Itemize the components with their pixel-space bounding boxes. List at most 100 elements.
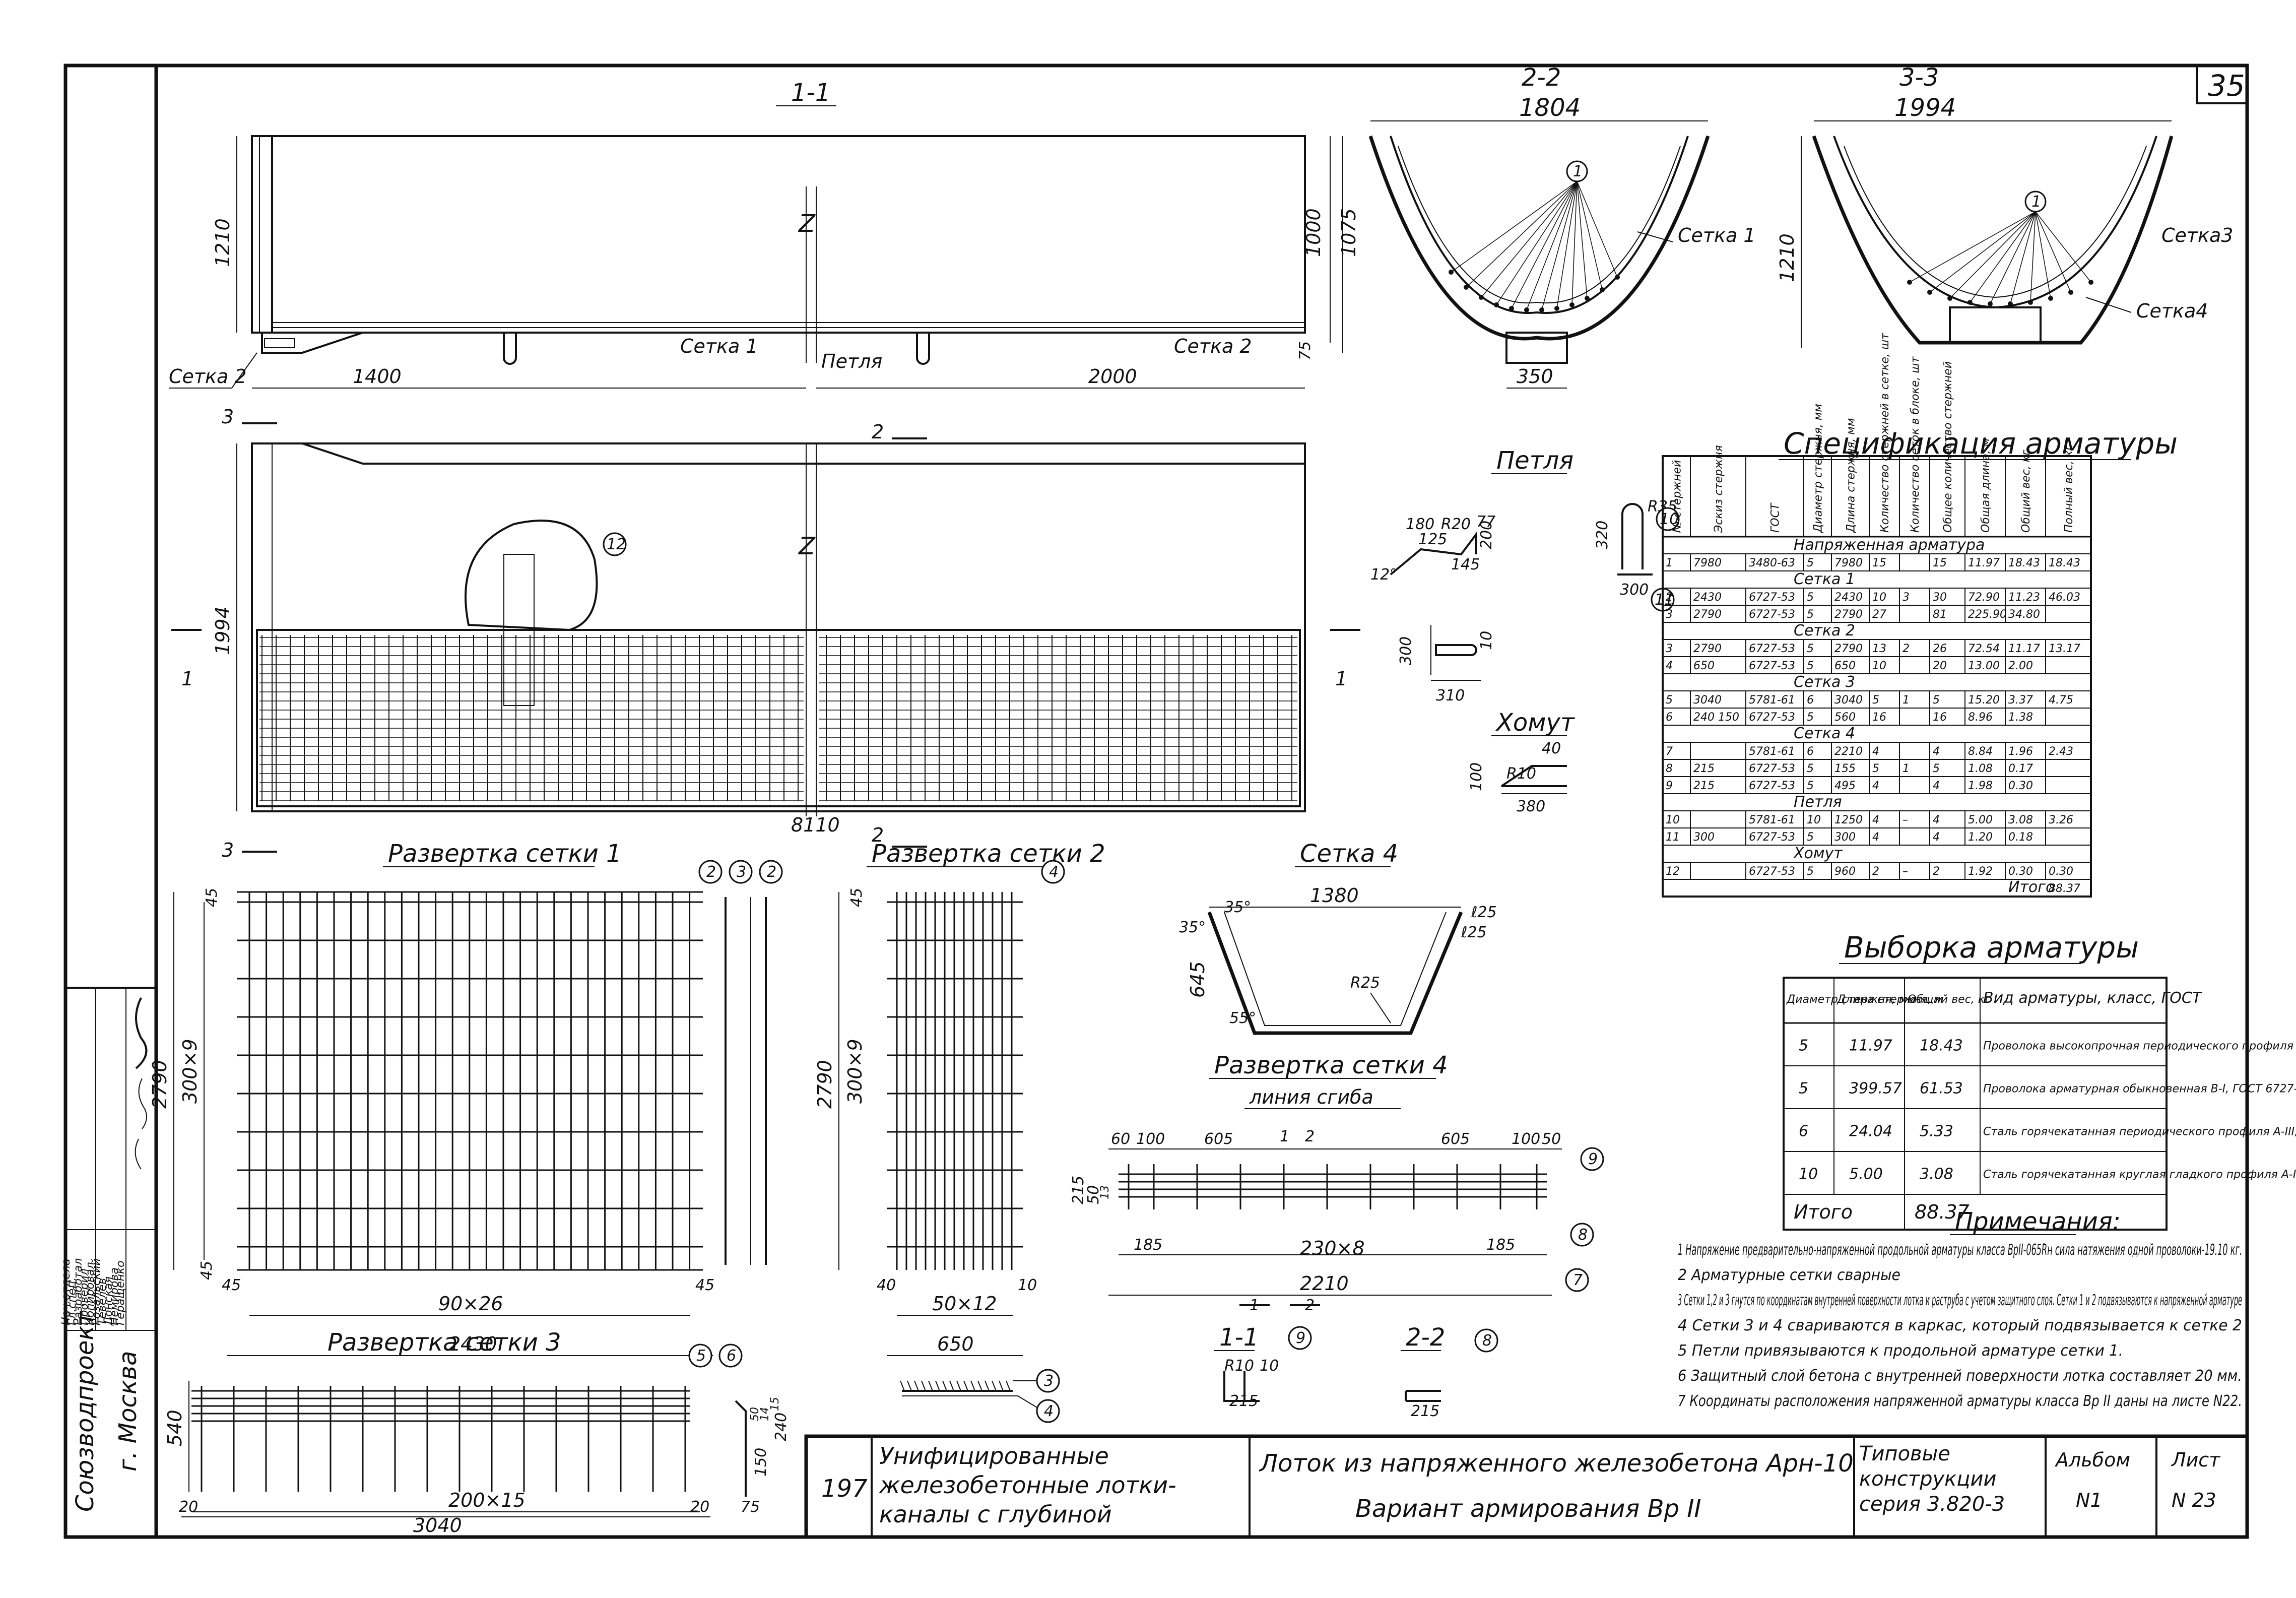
stamp-role: Разработал (72, 1258, 85, 1325)
dim-r4-60: 60 (1111, 1130, 1130, 1148)
stamp-album-label: Альбом (2054, 1449, 2130, 1471)
mesh-2-hatch (900, 1380, 1011, 1391)
spec-cell: 3040 (1693, 694, 1722, 707)
dim-s4-55: 55° (1229, 1009, 1256, 1027)
spec-cell: 1.20 (1968, 831, 1993, 844)
dim-r4-100: 100 (1136, 1130, 1165, 1148)
dim-loop-300: 300 (1620, 581, 1649, 599)
strand-line (1949, 211, 2036, 299)
spec-group-name: Сетка 4 (1794, 725, 1855, 742)
spec-cell: 8.84 (1968, 745, 1993, 758)
strand-dot (2028, 300, 2033, 305)
mesh-2-hatch-stroke (935, 1380, 940, 1391)
strand-dot (1449, 270, 1454, 275)
vyborka-header-cell: Диаметр стержня, мм (1786, 993, 1916, 1006)
spec-cell: 1.98 (1968, 780, 1993, 792)
dim-loop-310: 310 (1436, 687, 1465, 705)
spec-header-cell: Диаметр стержня, мм (1812, 404, 1825, 533)
dim-r2-650: 650 (937, 1333, 974, 1355)
dim-r3-14: 14 (759, 1407, 771, 1421)
spec-cell: 155 (1834, 762, 1856, 775)
strand-dot (2008, 301, 2013, 306)
dim-r4-r10: R10 (1224, 1357, 1254, 1375)
dim-r4-185b: 185 (1486, 1236, 1515, 1254)
vyborka-cell: 61.53 (1920, 1080, 1963, 1098)
note-line: 1 Напряжение предварительно-напряженной … (1678, 1241, 2242, 1259)
spec-cell: 3040 (1834, 694, 1863, 707)
spec-cell: 215 (1693, 762, 1715, 775)
signature-stamp: Нач.отделаГл.спец.РазработалПроверилКопи… (60, 987, 157, 1538)
spec-cell: 6 (1807, 694, 1814, 707)
spec-group-name: Напряженная арматура (1794, 536, 1985, 554)
stamp-sheet-label: Лист (2171, 1449, 2221, 1471)
spec-cell: 27 (1872, 608, 1886, 621)
spec-cell: 11.23 (2008, 591, 2040, 604)
callout-circle (603, 532, 627, 556)
spec-cell: 0.18 (2008, 831, 2033, 844)
dim-loop-200: 200 (1478, 521, 1495, 549)
vyborka-cell: 5 (1799, 1037, 1808, 1055)
razv1-title: Развертка сетки 1 (388, 840, 622, 868)
spec-cell: 650 (1834, 660, 1856, 672)
spec-cell: 2 (1933, 865, 1940, 878)
dim-clamp-380: 380 (1517, 798, 1545, 815)
spec-cell: 5.00 (1968, 814, 1993, 826)
spec-cell: 0.30 (2008, 865, 2033, 878)
spec-cell: 13.00 (1968, 660, 2000, 672)
label-setka1-s22: Сетка 1 (1678, 224, 1756, 246)
spec-header-cell: Эскиз стержня (1713, 445, 1725, 533)
callout-circle (698, 860, 723, 884)
dim-r3-150: 150 (752, 1448, 770, 1477)
spec-cell: 6 (1666, 711, 1673, 724)
callout-number: 3 (737, 863, 746, 881)
vyborka-header-cell: Общий вес, кг (1908, 993, 1991, 1006)
callout-circle (1474, 1328, 1498, 1353)
spec-cell: 5 (1807, 591, 1814, 604)
dim-r1-300x9: 300×9 (179, 1039, 201, 1104)
mesh-4-development: Развертка сетки 4 линия сгиба 60 100 605… (1070, 1051, 1562, 1420)
stamp-album-value: N1 (2076, 1489, 2103, 1511)
section-2-2: 2-2 1804 1 350 Сетка 1 (1368, 63, 1756, 389)
spec-group-name: Сетка 1 (1794, 570, 1855, 588)
note-line: 6 Защитный слой бетона с внутренней пове… (1678, 1367, 2242, 1385)
spec-group-name: Петля (1794, 793, 1842, 811)
spec-cell: 11 (1666, 831, 1680, 844)
dim-350: 350 (1517, 365, 1553, 388)
spec-cell: 16 (1872, 711, 1886, 724)
callout-circle (1565, 1268, 1589, 1292)
spec-cell: 5 (1872, 762, 1879, 775)
dim-r2-10: 10 (1018, 1276, 1037, 1294)
stamp-name: Розальский (90, 1258, 103, 1325)
spec-cell: 10 (1872, 660, 1886, 672)
mesh-2-hatch-stroke (1006, 1380, 1011, 1391)
vyborka-frame (1783, 977, 2168, 1231)
strand-line (1909, 211, 2036, 283)
dim-r1-2430: 2430 (448, 1333, 497, 1355)
strand-fan-3-3: 1 (1907, 190, 2093, 306)
dim-r4-215: 215 (1070, 1176, 1087, 1204)
spec-cell: 4 (1933, 831, 1940, 844)
dim-r4-50: 50 (1542, 1130, 1561, 1148)
spec-group-name: Сетка 2 (1794, 622, 1855, 640)
dim-r2-50x12: 50×12 (932, 1293, 997, 1315)
dim-1994-plan: 1994 (212, 606, 234, 655)
dim-s4-35a: 35° (1224, 899, 1251, 916)
stamp-num: 197 (821, 1475, 868, 1503)
outer-frame (63, 63, 2249, 1539)
mesh-2-hatch-stroke (956, 1380, 961, 1391)
spec-cell: 3480-63 (1749, 557, 1795, 569)
spec-cell: 4 (1872, 814, 1879, 826)
callout-number: 3 (1044, 1372, 1054, 1390)
spec-cell: 10 (1807, 814, 1821, 826)
spec-cell: 46.03 (2049, 591, 2080, 604)
spec-cell: 5 (1807, 762, 1814, 775)
fold-line-label: линия сгиба (1249, 1086, 1373, 1108)
strand-line (1511, 181, 1578, 309)
spec-cell: 72.54 (1968, 643, 2000, 655)
dim-loop-320: 320 (1594, 521, 1611, 549)
strand-line (2035, 211, 2071, 293)
vyborka-cell: 399.57 (1849, 1080, 1902, 1098)
